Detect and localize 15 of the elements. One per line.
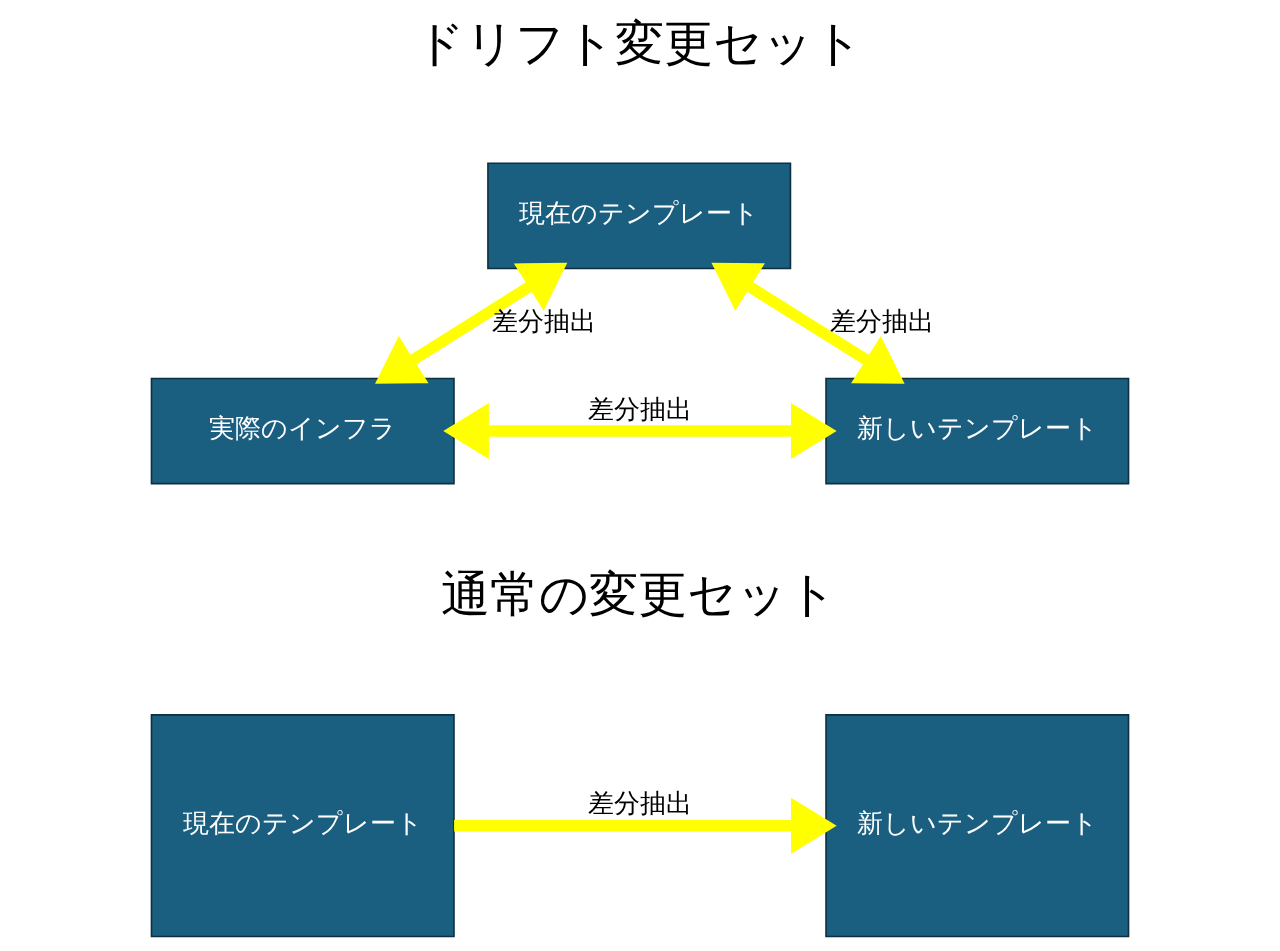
edge-label: 差分抽出: [588, 788, 692, 819]
edge-label: 差分抽出: [491, 305, 596, 336]
node-box: 現在のテンプレート: [150, 714, 455, 938]
label: 通常の変更セット: [441, 566, 838, 623]
node-box: 新しいテンプレート: [825, 377, 1130, 485]
node-box: 実際のインフラ: [150, 377, 455, 485]
node-box: 現在のテンプレート: [487, 162, 792, 270]
edge-label: 差分抽出: [588, 393, 692, 424]
node-box: 新しいテンプレート: [825, 714, 1130, 938]
arrow: [454, 797, 837, 854]
arrow: [375, 262, 568, 384]
edge-label: 差分抽出: [829, 305, 934, 336]
label: ドリフト変更セット: [415, 14, 864, 71]
arrow: [711, 262, 905, 384]
arrow: [443, 403, 837, 459]
